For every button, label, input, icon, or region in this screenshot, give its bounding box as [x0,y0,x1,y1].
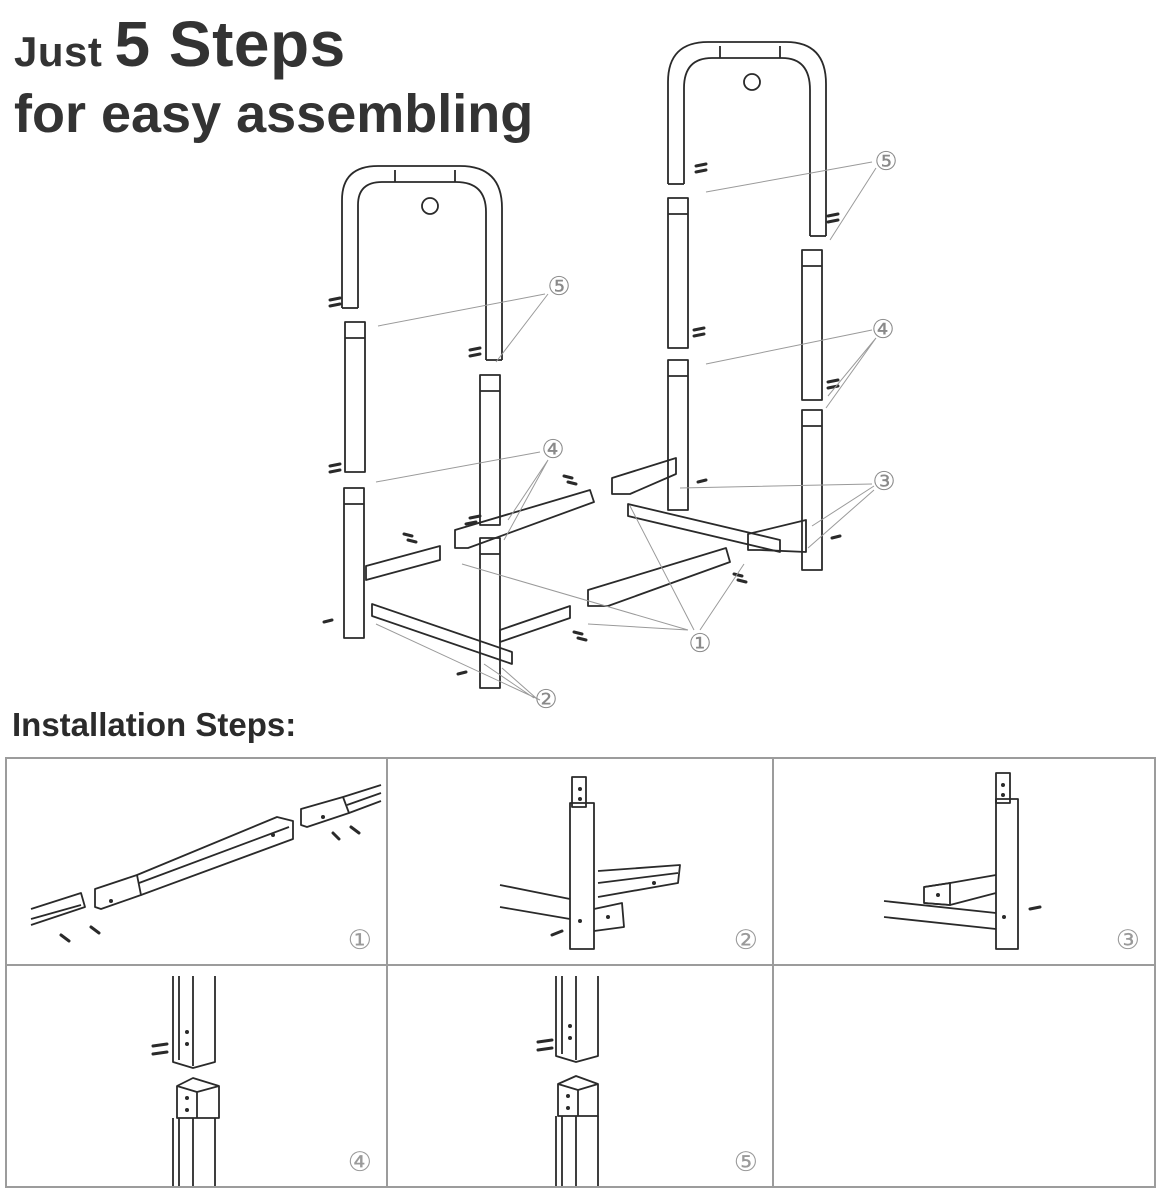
hero-subtitle: for easy assembling [14,84,534,144]
empty-panel [774,966,1154,1186]
step-4-panel: ④ [7,966,388,1186]
callout-4-left: ④ [541,435,564,465]
installation-steps-heading: Installation Steps: [12,706,297,743]
step-2-panel: ② [388,759,774,966]
step-5-illustration [536,976,599,1186]
callout-5-left: ⑤ [547,272,570,302]
step-5-badge: ⑤ [733,1147,758,1178]
hero-just: Just [14,28,103,75]
step-5-panel: ⑤ [388,966,774,1186]
hero-heading: Just 5 Steps for easy assembling [14,8,533,144]
callout-2: ② [534,685,557,715]
step-1-illustration [30,784,382,943]
step-3-illustration [883,772,1042,950]
step-1-panel: ① [7,759,388,966]
hero-steps: 5 Steps [114,8,346,80]
step-4-badge: ④ [347,1147,372,1178]
step-2-badge: ② [733,925,758,956]
callout-4-right: ④ [871,315,894,345]
step-2-illustration [499,776,681,950]
steps-grid: ① ② [5,757,1156,1188]
callout-5-right: ⑤ [874,147,897,177]
exploded-assembly-diagram: ⑤ ④ ② ① ⑤ ④ ③ [322,41,898,715]
step-3-badge: ③ [1115,925,1140,956]
step-4-illustration [151,976,220,1186]
step-3-panel: ③ [774,759,1154,966]
hero-title: Just 5 Steps [14,8,533,88]
callout-1: ① [688,629,711,659]
callout-3: ③ [872,467,895,497]
step-1-badge: ① [347,925,372,956]
